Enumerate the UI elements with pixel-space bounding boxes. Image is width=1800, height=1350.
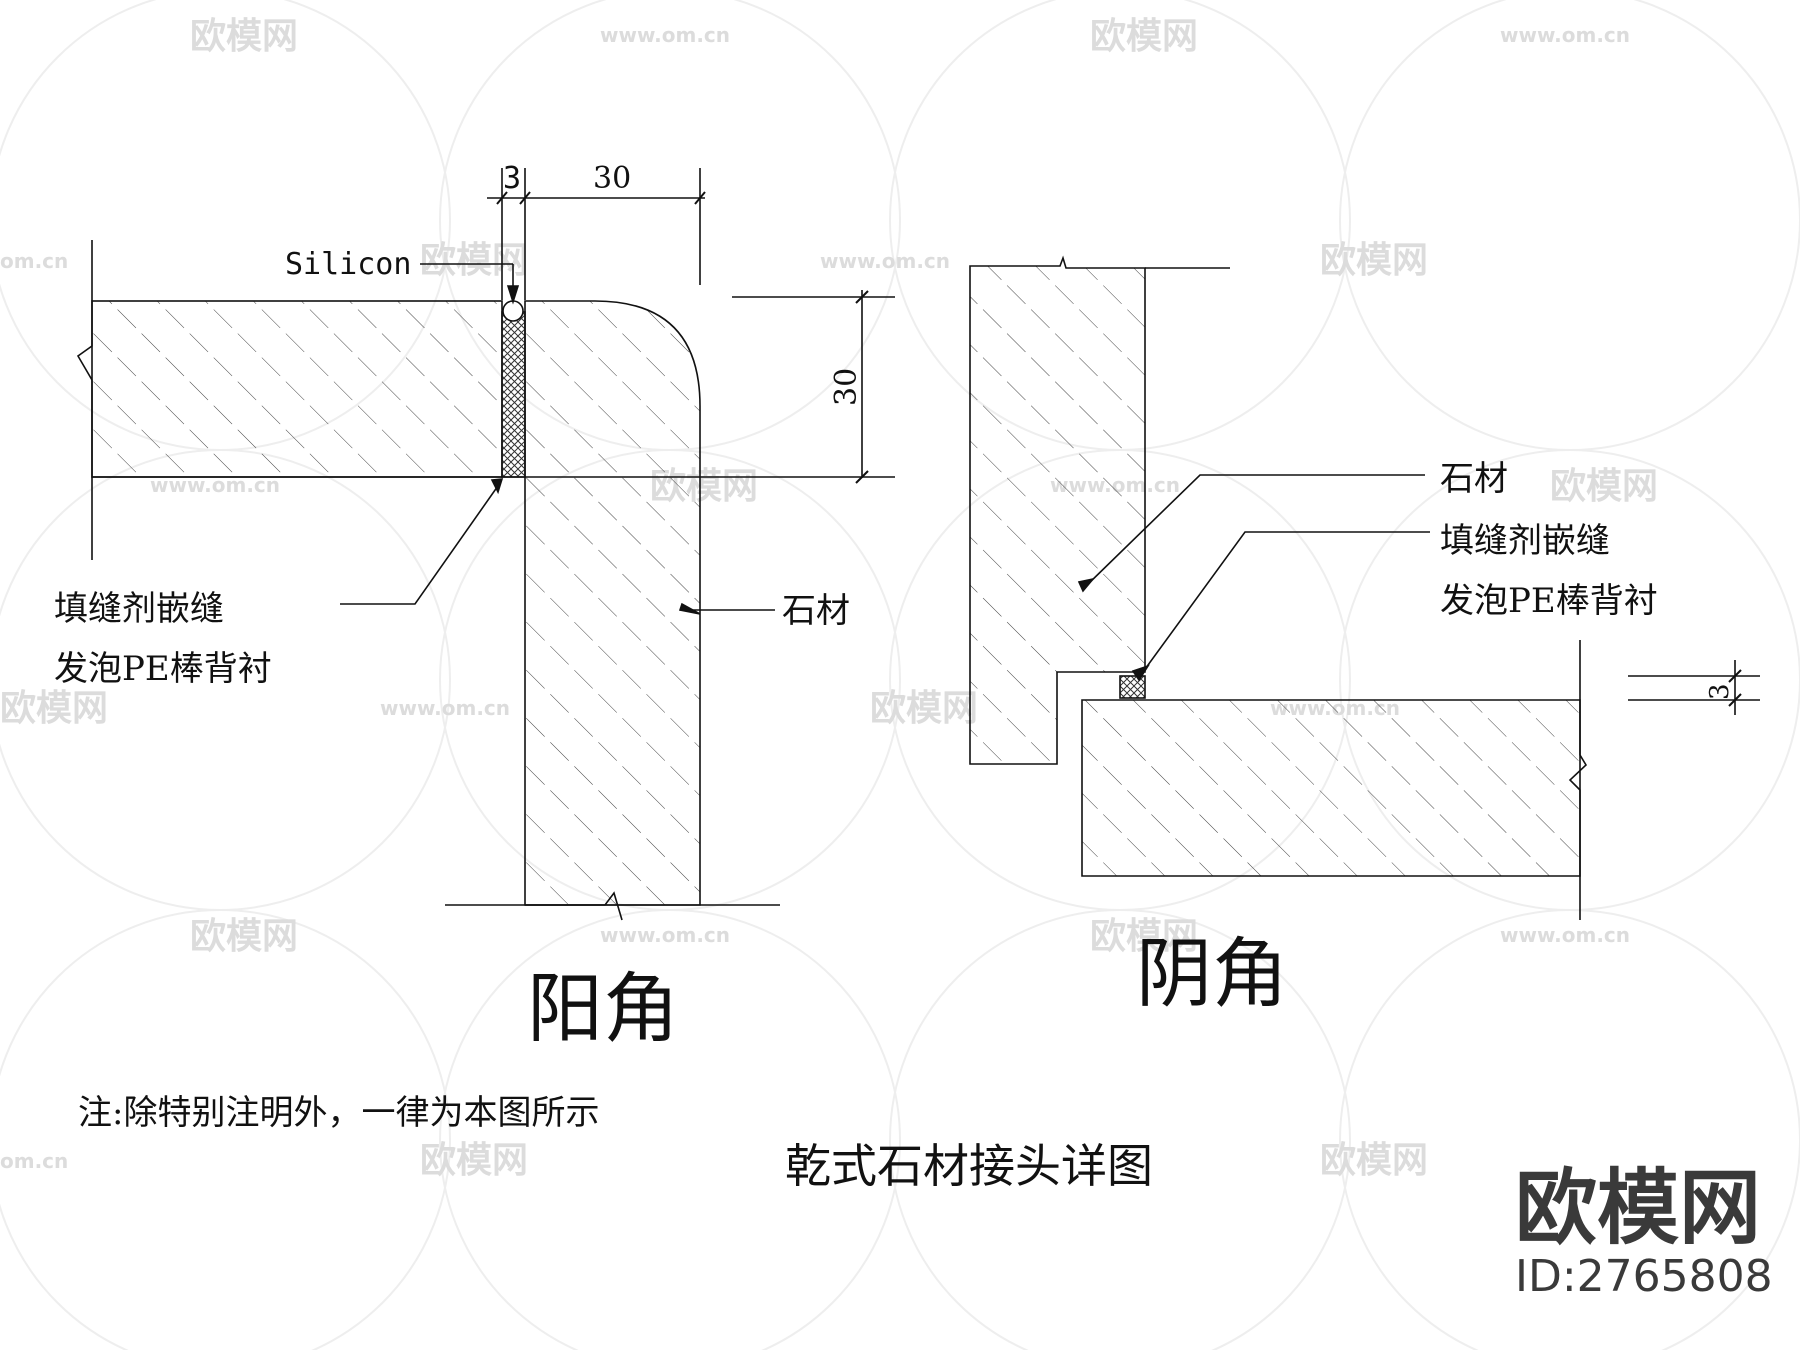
watermark-url: www.om.cn [1500,923,1630,947]
watermark-brand: 欧模网 [420,240,528,281]
brand-id: ID:2765808 [1515,1251,1773,1302]
convex-corner-title: 阳角 [527,964,679,1053]
dimension-gap: 3 [503,161,521,196]
watermark-url: www.om.cn [1500,23,1630,47]
label-filler-line1: 填缝剂嵌缝 [1440,521,1610,561]
watermark-brand: 欧模网 [1320,240,1428,281]
joint-filler [1119,675,1146,699]
label-filler-line2: 发泡PE棒背衬 [54,649,272,689]
watermark-brand: 欧模网 [870,688,978,729]
watermark-url: www.om.cn [820,249,950,273]
drawing-title: 乾式石材接头详图 [785,1139,1153,1193]
watermark-url: www.om.cn [380,696,510,720]
convex-corner-detail [76,168,895,921]
concave-corner-title: 阴角 [1136,929,1288,1018]
watermark-url: www.om.cn [600,23,730,47]
horizontal-stone-slab [1081,699,1588,877]
dimension-height: 30 [829,368,864,406]
joint-filler [501,311,526,478]
label-stone: 石材 [1440,459,1508,499]
watermark-brand: 欧模网 [1320,1140,1428,1181]
vertical-stone-slab [969,255,1146,765]
brand-logo-text: 欧模网 [1515,1161,1761,1256]
break-line [76,301,93,477]
label-silicon: Silicon [285,247,411,282]
watermark-brand: 欧模网 [190,916,298,957]
dimension-width: 30 [593,161,631,196]
watermark-brand: 欧模网 [1550,466,1658,507]
general-note: 注:除特别注明外，一律为本图所示 [78,1093,599,1133]
watermark-brand: 欧模网 [1090,916,1198,957]
watermark-brand: 欧模网 [0,688,108,729]
concave-corner-detail [969,255,1760,920]
dimension-gap: 3 [1705,683,1735,700]
watermark-url: www.om.cn [600,923,730,947]
label-filler-line1: 填缝剂嵌缝 [54,589,224,629]
watermark-brand: 欧模网 [1090,16,1198,57]
watermark-url: om.cn [0,249,68,273]
label-filler-line2: 发泡PE棒背衬 [1440,581,1658,621]
label-stone: 石材 [782,591,850,631]
horizontal-stone-slab [91,300,503,478]
vertical-stone-slab [524,300,701,906]
watermark-url: om.cn [0,1149,68,1173]
watermark-brand: 欧模网 [190,16,298,57]
watermark-brand: 欧模网 [420,1140,528,1181]
